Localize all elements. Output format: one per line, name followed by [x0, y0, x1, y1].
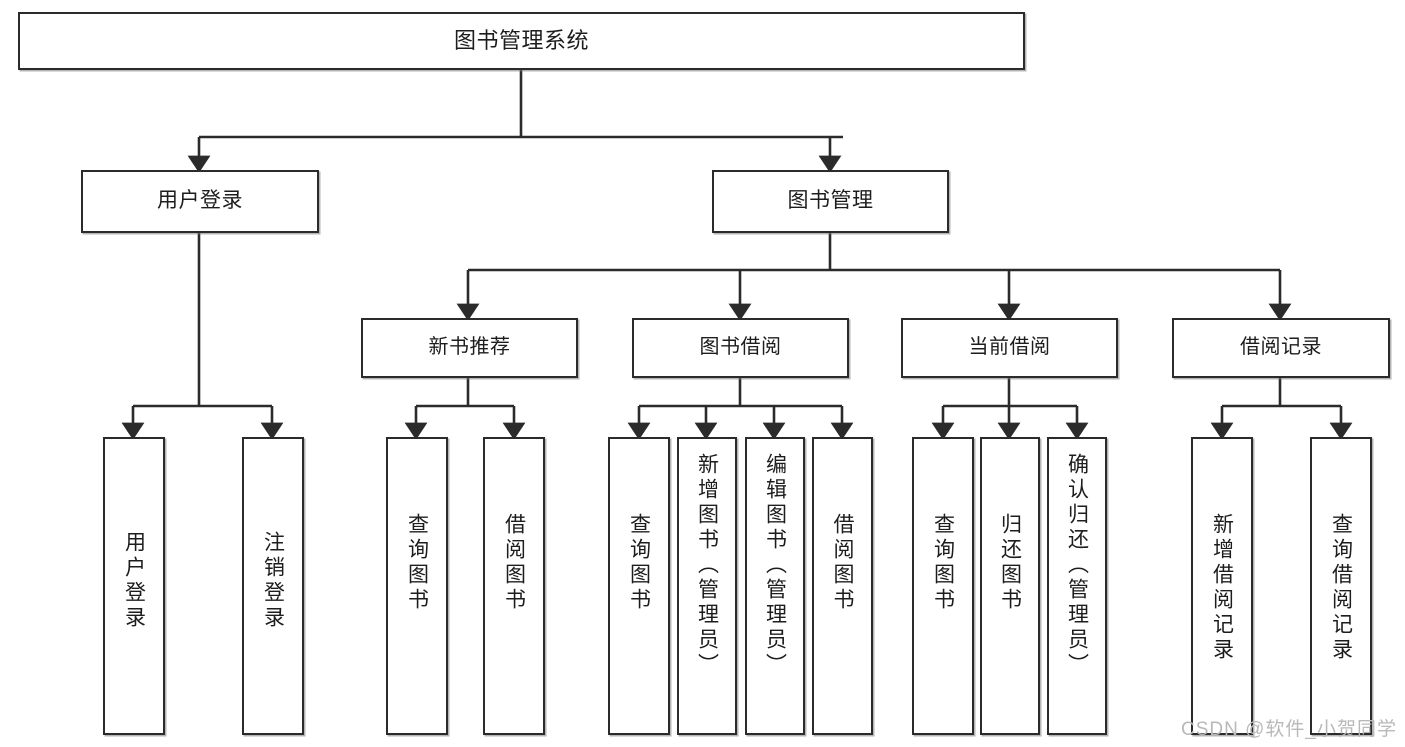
node-current-borrow[interactable]: 当前借阅	[901, 318, 1118, 378]
node-label: 图书借阅	[699, 336, 782, 359]
node-label: 借阅记录	[1240, 336, 1322, 359]
node-label: 图书管理	[787, 189, 874, 213]
node-label: 图书管理系统	[453, 28, 589, 54]
leaf-label: 查询借阅记录	[1329, 513, 1353, 663]
leaf-label: 新增借阅记录	[1210, 513, 1234, 663]
node-user-login[interactable]: 用户登录	[81, 170, 319, 233]
node-new-book-recommend[interactable]: 新书推荐	[361, 318, 578, 378]
leaf-edit-book-admin[interactable]: 编辑图书（管理员）	[745, 437, 805, 735]
node-book-borrow[interactable]: 图书借阅	[632, 318, 849, 378]
leaf-label: 查询图书	[627, 513, 651, 613]
leaf-return-book[interactable]: 归还图书	[980, 437, 1040, 735]
leaf-label: 注销登录	[261, 531, 285, 631]
leaf-logout-login[interactable]: 注销登录	[242, 437, 304, 735]
leaf-borrow-book[interactable]: 借阅图书	[812, 437, 873, 735]
node-book-management[interactable]: 图书管理	[712, 170, 949, 233]
leaf-label: 借阅图书	[831, 513, 854, 613]
node-borrow-record[interactable]: 借阅记录	[1172, 318, 1390, 378]
leaf-borrow-book-recommend[interactable]: 借阅图书	[483, 437, 545, 735]
node-label: 当前借阅	[968, 336, 1051, 359]
leaf-confirm-return-admin[interactable]: 确认归还（管理员）	[1047, 437, 1107, 735]
leaf-add-book-admin[interactable]: 新增图书（管理员）	[677, 437, 737, 735]
node-label: 新书推荐	[428, 336, 511, 359]
leaf-query-book-current[interactable]: 查询图书	[912, 437, 974, 735]
leaf-label: 查询图书	[405, 513, 429, 613]
leaf-label: 确认归还（管理员）	[1065, 453, 1089, 678]
node-label: 用户登录	[157, 189, 243, 213]
leaf-label: 归还图书	[998, 513, 1022, 613]
watermark: CSDN @软件_小贺同学	[1181, 719, 1397, 740]
leaf-user-login[interactable]: 用户登录	[103, 437, 165, 735]
leaf-label: 用户登录	[122, 531, 146, 631]
leaf-label: 借阅图书	[502, 513, 526, 613]
leaf-query-book-borrow[interactable]: 查询图书	[608, 437, 670, 735]
leaf-label: 新增图书（管理员）	[695, 453, 719, 678]
leaf-label: 查询图书	[931, 513, 955, 613]
leaf-label: 编辑图书（管理员）	[763, 453, 787, 678]
leaf-query-borrow-record[interactable]: 查询借阅记录	[1310, 437, 1372, 735]
leaf-add-borrow-record[interactable]: 新增借阅记录	[1191, 437, 1253, 735]
leaf-query-book-recommend[interactable]: 查询图书	[386, 437, 448, 735]
node-book-management-system[interactable]: 图书管理系统	[18, 12, 1025, 70]
